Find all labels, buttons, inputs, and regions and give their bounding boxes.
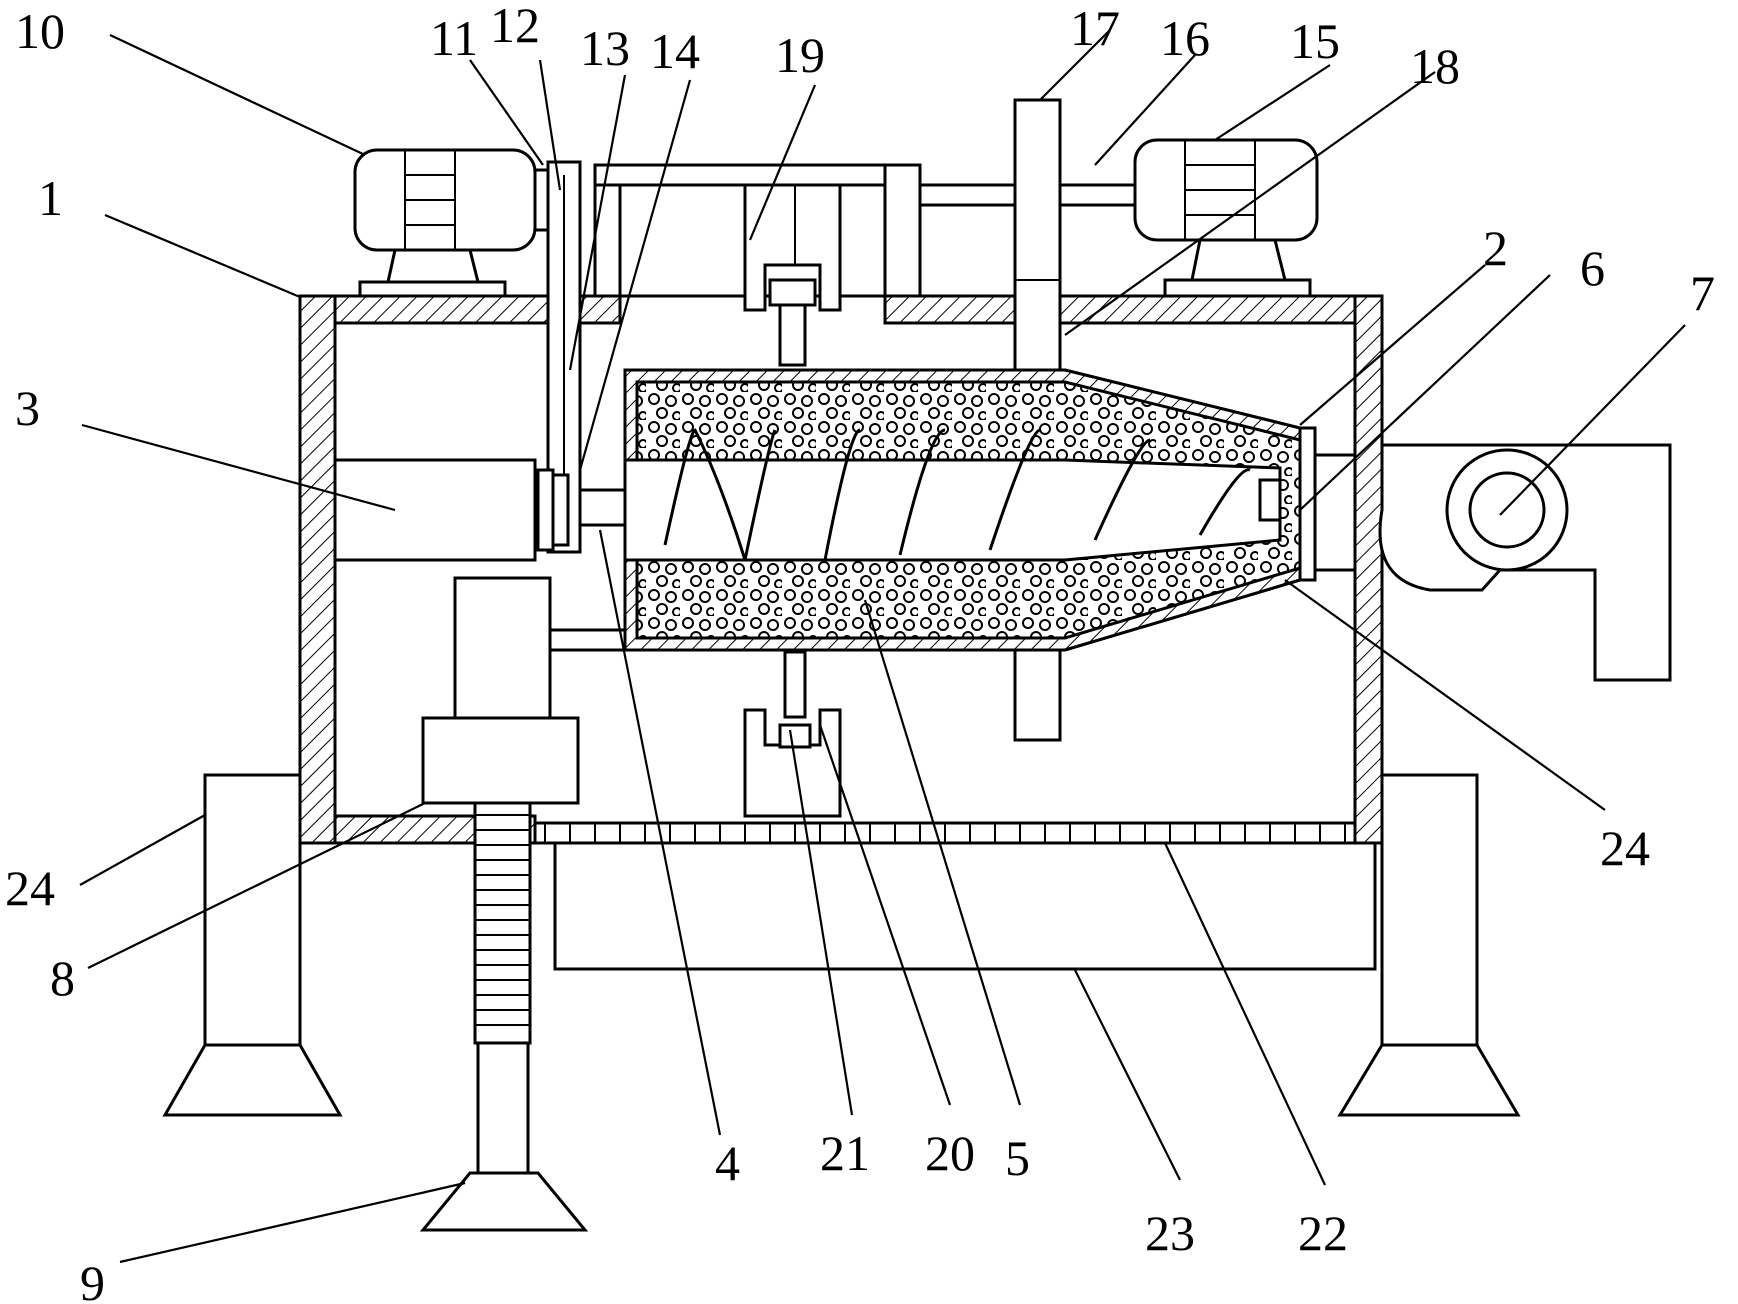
part-labels: 10 11 12 13 14 19 17 16 15 18 1 2 6 7 3 … bbox=[5, 0, 1715, 1304]
label-12: 12 bbox=[490, 0, 540, 53]
label-21: 21 bbox=[820, 1125, 870, 1181]
legs bbox=[162, 773, 1521, 1117]
drum bbox=[623, 368, 1317, 652]
label-13: 13 bbox=[580, 20, 630, 76]
gear-box bbox=[333, 458, 570, 562]
upper-support bbox=[743, 183, 842, 367]
blower bbox=[1313, 443, 1672, 682]
label-9: 9 bbox=[80, 1255, 105, 1304]
right-motor bbox=[1133, 138, 1319, 298]
label-4: 4 bbox=[715, 1135, 740, 1191]
leader-lines bbox=[79, 29, 1686, 1264]
label-6: 6 bbox=[1580, 240, 1605, 296]
left-motor bbox=[353, 148, 552, 298]
label-16: 16 bbox=[1160, 10, 1210, 66]
label-1: 1 bbox=[38, 170, 63, 226]
label-24-left: 24 bbox=[5, 860, 55, 916]
label-3: 3 bbox=[15, 380, 40, 436]
label-19: 19 bbox=[775, 27, 825, 83]
label-23: 23 bbox=[1145, 1205, 1195, 1261]
label-24-right: 24 bbox=[1600, 820, 1650, 876]
lower-support bbox=[743, 650, 842, 818]
lifting-screw bbox=[419, 576, 627, 1232]
label-18: 18 bbox=[1410, 38, 1460, 94]
label-8: 8 bbox=[50, 950, 75, 1006]
label-10: 10 bbox=[15, 3, 65, 59]
label-20: 20 bbox=[925, 1125, 975, 1181]
label-2: 2 bbox=[1483, 220, 1508, 276]
screen-tray bbox=[533, 821, 1377, 971]
label-14: 14 bbox=[650, 23, 700, 79]
label-22: 22 bbox=[1298, 1205, 1348, 1261]
label-11: 11 bbox=[430, 10, 478, 66]
label-7: 7 bbox=[1690, 265, 1715, 321]
label-15: 15 bbox=[1290, 13, 1340, 69]
label-5: 5 bbox=[1005, 1130, 1030, 1186]
label-17: 17 bbox=[1070, 0, 1120, 56]
